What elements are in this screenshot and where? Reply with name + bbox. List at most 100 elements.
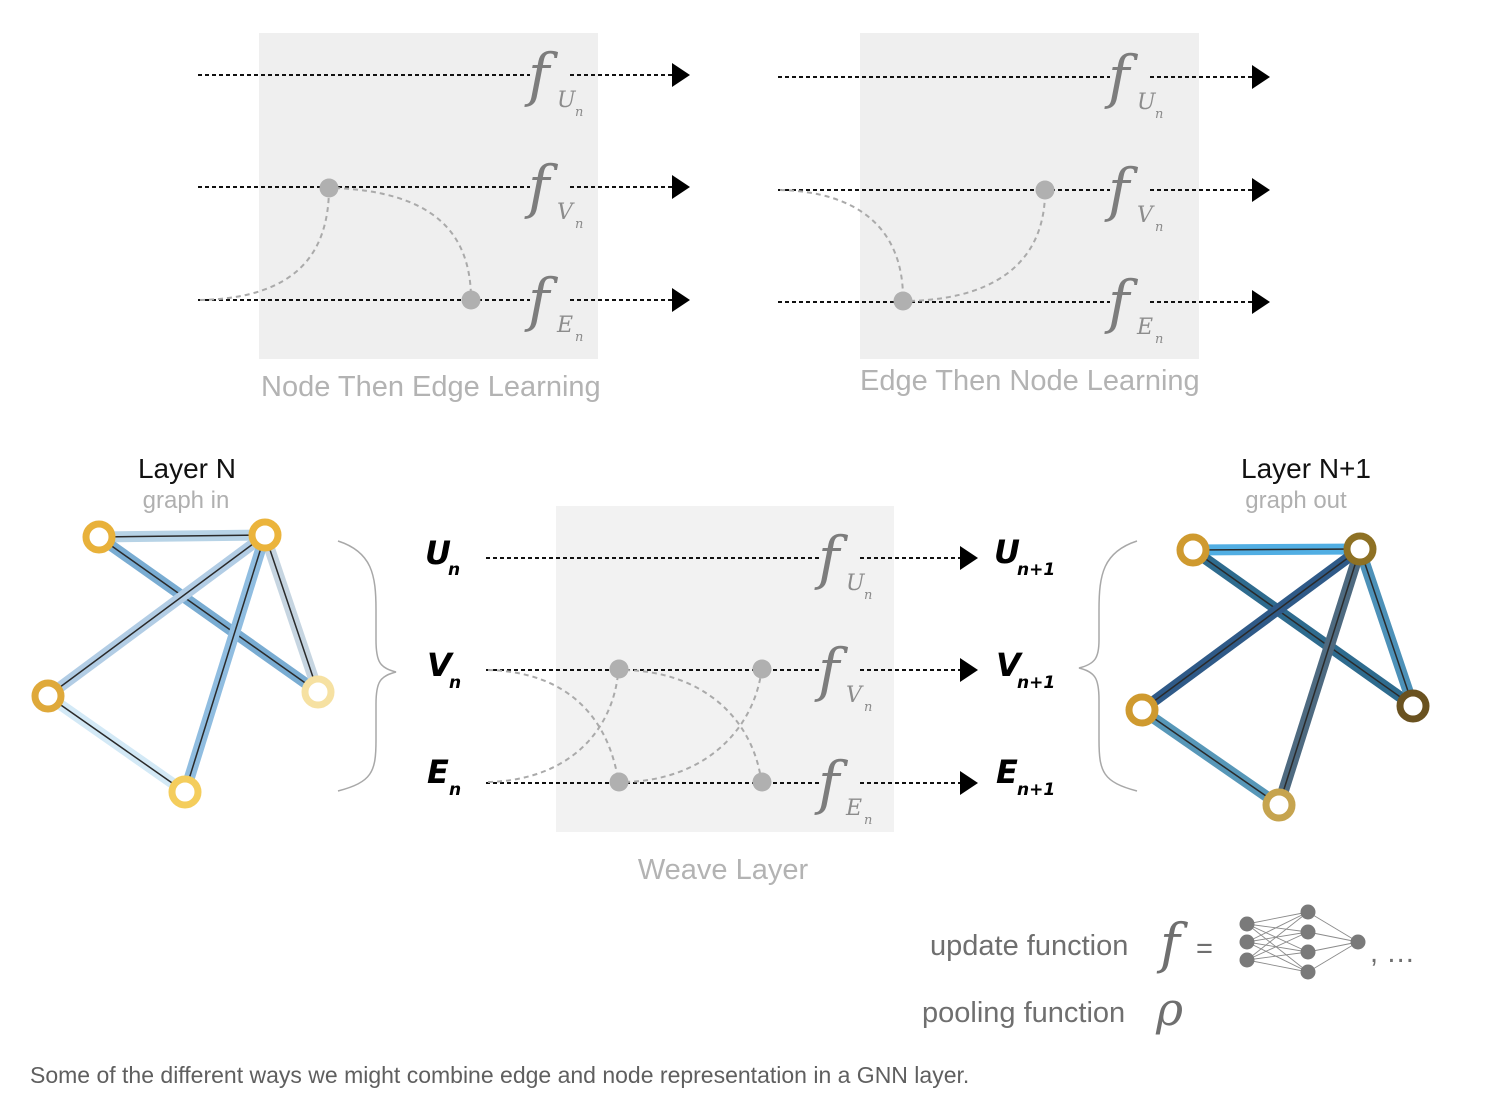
svg-text:n: n xyxy=(1155,332,1163,347)
nn-connection xyxy=(1307,931,1359,943)
nn-connection xyxy=(1307,941,1359,973)
nn-neuron xyxy=(1350,934,1366,950)
message-curve xyxy=(487,673,619,783)
arrow-head-icon xyxy=(1252,290,1270,314)
layer-subtitle: graph out xyxy=(1245,487,1347,514)
nn-connection xyxy=(1246,959,1309,973)
nn-connection xyxy=(1246,923,1309,933)
svg-text:V: V xyxy=(427,646,454,684)
ellipsis: , … xyxy=(1370,937,1415,969)
panel-weave: U n V n E n f U n xyxy=(425,506,1055,886)
svg-text:n: n xyxy=(1155,220,1163,235)
graph-node xyxy=(82,520,116,554)
graph-edge-core xyxy=(98,536,319,693)
graph-edge-core xyxy=(1141,548,1361,711)
arrow-head-icon xyxy=(960,546,978,570)
svg-text:U: U xyxy=(425,534,451,572)
svg-text:n: n xyxy=(864,588,872,603)
arrow-head-icon xyxy=(960,771,978,795)
graph-node xyxy=(248,518,282,552)
aggregation-node xyxy=(319,178,339,198)
nn-connection xyxy=(1307,941,1359,953)
graph-edge-core xyxy=(184,534,266,793)
nn-connection xyxy=(1307,911,1359,943)
svg-text:U: U xyxy=(994,533,1020,571)
aggregation-node xyxy=(461,290,481,310)
svg-text:U: U xyxy=(557,88,577,113)
svg-text:E: E xyxy=(556,313,573,338)
output-u: U n+1 xyxy=(994,533,1055,580)
output-v: V n+1 xyxy=(996,646,1055,693)
graph-edge-core xyxy=(47,695,186,793)
graph-node xyxy=(1396,689,1430,723)
graph-edge-core xyxy=(98,534,266,538)
right-brace xyxy=(1078,540,1138,792)
nn-connection xyxy=(1246,941,1309,973)
arrow-head-icon xyxy=(960,658,978,682)
nn-connection xyxy=(1246,931,1309,961)
svg-text:E: E xyxy=(427,753,449,791)
nn-connection xyxy=(1246,911,1309,943)
svg-text:V: V xyxy=(996,646,1023,684)
aggregation-node xyxy=(752,772,772,792)
svg-text:n+1: n+1 xyxy=(1017,560,1055,580)
graph-edge-core xyxy=(1192,548,1361,551)
svg-text:n: n xyxy=(449,780,461,800)
nn-connection xyxy=(1246,923,1309,953)
svg-text:n: n xyxy=(864,813,872,828)
graph-node xyxy=(1343,532,1377,566)
svg-text:n+1: n+1 xyxy=(1017,780,1055,800)
svg-text:n: n xyxy=(449,673,461,693)
message-curve xyxy=(199,189,330,301)
message-curve xyxy=(334,187,472,298)
layer-title: Layer N+1 xyxy=(1241,453,1371,484)
svg-text:n+1: n+1 xyxy=(1017,673,1055,693)
graph-node xyxy=(1176,533,1210,567)
figure-caption: Some of the different ways we might comb… xyxy=(30,1062,970,1088)
arrow-head-icon xyxy=(672,175,690,199)
svg-text:U: U xyxy=(846,571,866,596)
nn-neuron xyxy=(1239,934,1255,950)
arrow-head-icon xyxy=(672,288,690,312)
graph-in: Layer N graph in xyxy=(31,453,335,809)
update-function-symbol: f xyxy=(1156,912,1188,975)
arrow-head-icon xyxy=(1252,65,1270,89)
nn-connection xyxy=(1246,911,1309,961)
graph-node xyxy=(1125,693,1159,727)
svg-text:E: E xyxy=(996,753,1018,791)
panel-title: Edge Then Node Learning xyxy=(860,365,1200,397)
panel-node-then-edge: f U n f V n f E n Node Then Edge Learnin… xyxy=(198,33,690,403)
aggregation-node xyxy=(752,659,772,679)
graph-edge-core xyxy=(1141,709,1280,806)
panel-edge-then-node: f U n f V n f E n Edge Then Node Learnin… xyxy=(778,33,1270,397)
aggregation-node xyxy=(1035,180,1055,200)
svg-text:E: E xyxy=(845,796,862,821)
svg-text:U: U xyxy=(1137,90,1157,115)
svg-text:n: n xyxy=(575,105,583,120)
message-curve xyxy=(779,189,904,297)
panel-background xyxy=(860,33,1199,359)
nn-connection xyxy=(1246,923,1309,973)
message-curve xyxy=(909,193,1046,302)
input-u: U n xyxy=(425,534,460,580)
left-brace xyxy=(337,540,397,792)
nn-neuron xyxy=(1239,952,1255,968)
message-curve xyxy=(624,669,762,780)
svg-text:n: n xyxy=(864,700,872,715)
input-e: E n xyxy=(427,753,461,800)
nn-neuron xyxy=(1300,944,1316,960)
pooling-function-label: pooling function xyxy=(922,997,1125,1029)
aggregation-node xyxy=(609,772,629,792)
nn-connection xyxy=(1246,911,1309,925)
message-curve xyxy=(487,669,619,780)
graph-out: Layer N+1 graph out xyxy=(1125,453,1430,822)
layer-subtitle: graph in xyxy=(143,487,230,514)
graph-edge-core xyxy=(1278,548,1361,806)
svg-text:n: n xyxy=(575,217,583,232)
pooling-function-symbol: ρ xyxy=(1155,982,1183,1036)
svg-text:V: V xyxy=(557,200,575,225)
graph-edge-core xyxy=(264,534,319,693)
svg-text:n: n xyxy=(448,560,460,580)
aggregation-node xyxy=(609,659,629,679)
graph-node xyxy=(301,675,335,709)
